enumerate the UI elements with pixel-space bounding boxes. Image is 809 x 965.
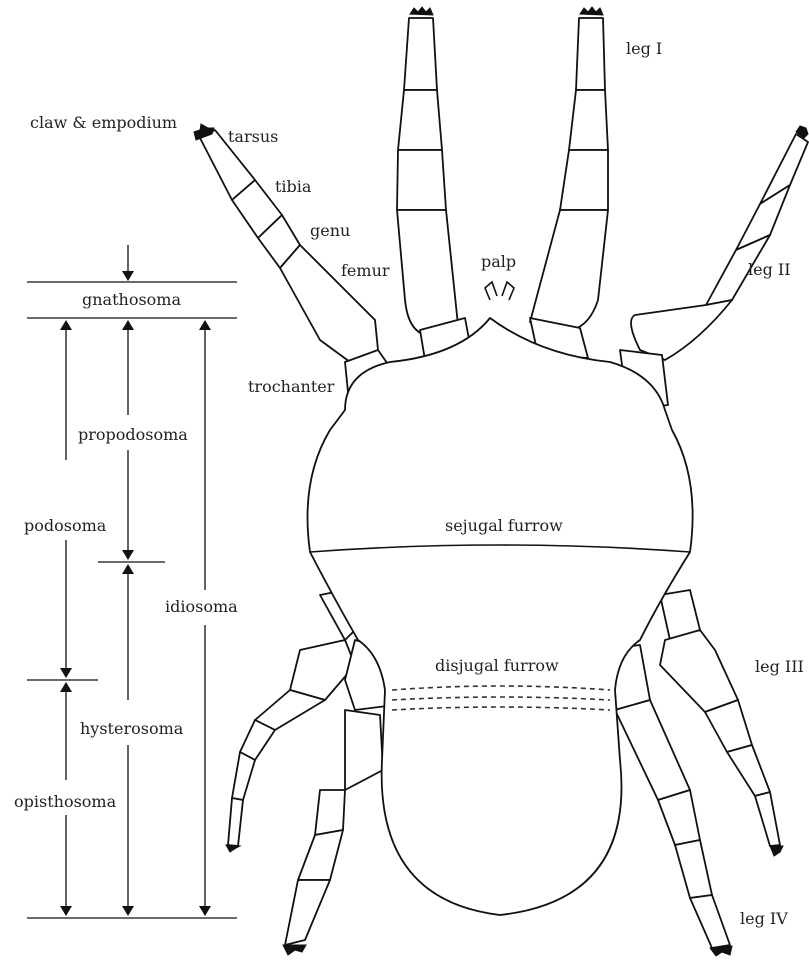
label-gnathosoma: gnathosoma [82,290,181,309]
label-leg-4: leg IV [740,909,788,928]
label-palp: palp [481,252,516,271]
label-idiosoma: idiosoma [165,597,238,616]
label-opisthosoma: opisthosoma [14,792,117,811]
label-leg-2: leg II [748,260,791,279]
mite-body [308,282,693,915]
idiosoma-body [308,318,693,915]
label-genu: genu [310,221,350,240]
label-claw-empodium: claw & empodium [30,113,177,132]
label-tarsus: tarsus [228,127,278,146]
label-tibia: tibia [275,177,312,196]
label-leg-1: leg I [626,39,662,58]
label-femur: femur [341,261,390,280]
leg-1-left [397,7,472,360]
leg-1-right [530,7,608,358]
label-propodosoma: propodosoma [78,425,188,444]
label-trochanter: trochanter [248,377,335,396]
region-dimension-lines [27,245,237,918]
palp-right [502,282,514,300]
palp-left [485,282,497,300]
label-hysterosoma: hysterosoma [80,719,184,738]
label-sejugal-furrow: sejugal furrow [445,516,563,535]
label-podosoma: podosoma [24,516,107,535]
label-leg-3: leg III [755,657,804,676]
label-disjugal-furrow: disjugal furrow [435,656,559,675]
